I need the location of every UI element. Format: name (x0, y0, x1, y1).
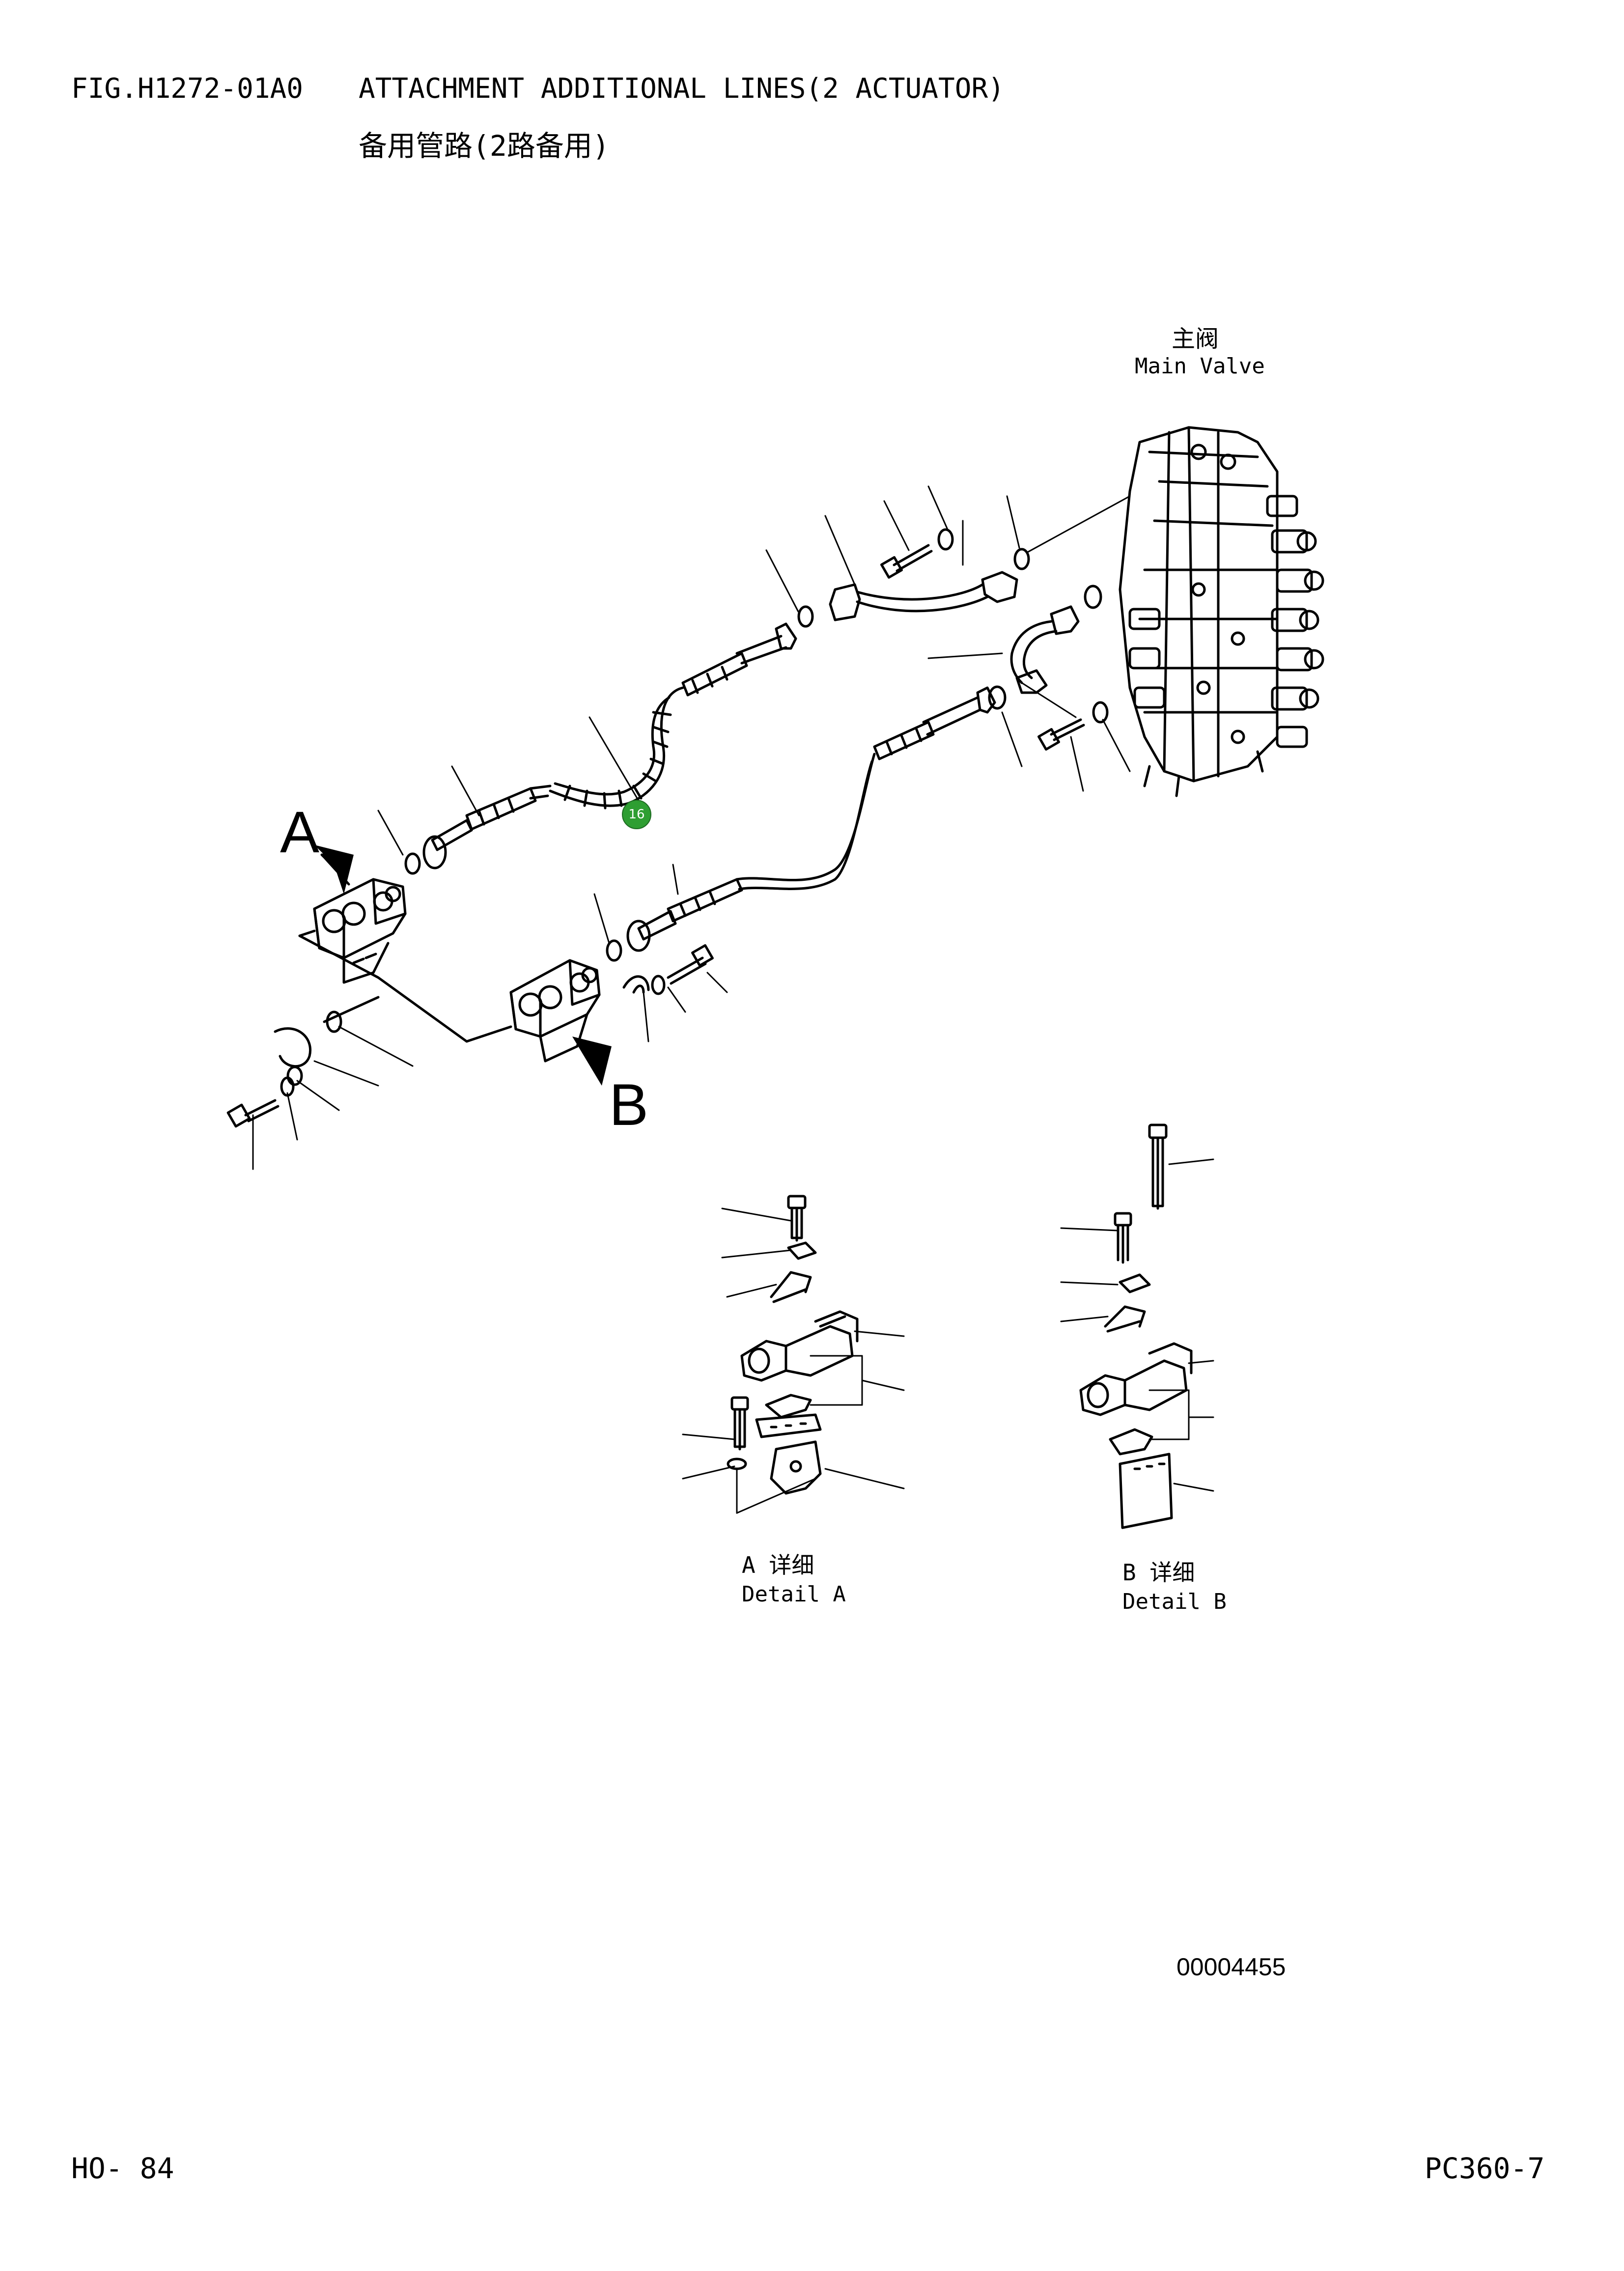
machine-model: PC360-7 (1425, 2152, 1545, 2185)
detail-a-leaders (682, 1207, 905, 1514)
detail-a-caption-en: Detail A (742, 1582, 846, 1607)
drawing-id: 00004455 (1176, 1953, 1286, 1981)
fasteners (226, 528, 1109, 1128)
main-valve-label-cn: 主阀 (1172, 325, 1219, 353)
leader-lines (252, 485, 1131, 1170)
page-number: HO- 84 (71, 2152, 174, 2185)
upper-hose-line (404, 571, 1018, 875)
detail-b-leaders (1060, 1158, 1214, 1492)
lower-hose-line (606, 605, 1080, 962)
detail-b-caption-cn: B 详细 (1122, 1559, 1195, 1586)
figure-title: ATTACHMENT ADDITIONAL LINES(2 ACTUATOR) (359, 73, 1005, 105)
view-label-a: A (280, 799, 320, 865)
block-a-drawing (298, 878, 407, 984)
block-b-drawing (509, 959, 601, 1063)
figure-title-cn: 备用管路(2路备用) (359, 129, 610, 163)
view-arrow-a-head (314, 845, 354, 894)
main-valve-drawing (1119, 426, 1324, 797)
view-label-b: B (609, 1072, 649, 1138)
detail-a-caption-cn: A 详细 (742, 1552, 814, 1578)
detail-a-drawing (727, 1195, 859, 1495)
figure-number: FIG.H1272-01A0 (71, 73, 304, 105)
main-valve-label-en: Main Valve (1135, 354, 1265, 379)
oring-link-line (323, 996, 380, 1023)
detail-b-drawing (1079, 1123, 1193, 1529)
view-arrow-b-head (572, 1037, 612, 1086)
detail-b-caption-en: Detail B (1122, 1589, 1227, 1614)
block-link-line (298, 934, 512, 1043)
callout-badge-16[interactable]: 16 (622, 800, 651, 829)
